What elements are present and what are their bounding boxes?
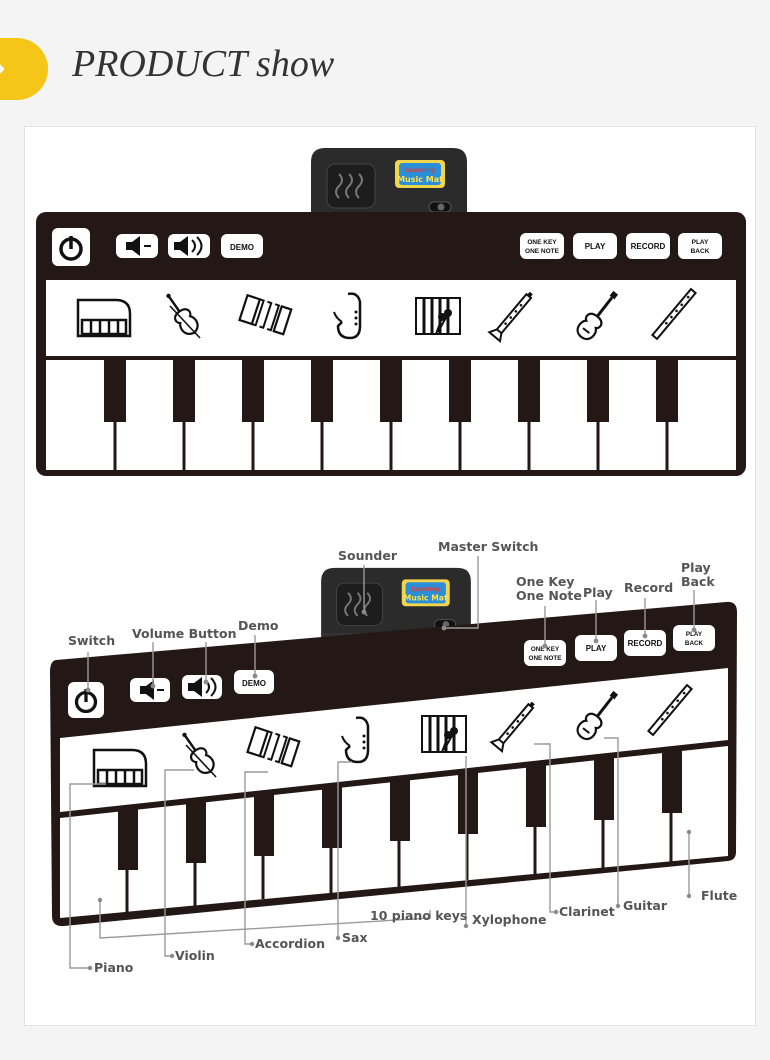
- svg-text:PLAY: PLAY: [585, 242, 606, 251]
- arrow-badge: ➔: [0, 38, 48, 100]
- label-sounder: Sounder: [338, 548, 398, 563]
- bottom-mat: Learning Music Mat: [50, 566, 737, 927]
- speaker-icon: [126, 236, 140, 256]
- bottom-black-keys: [118, 751, 682, 870]
- svg-text:ONE NOTE: ONE NOTE: [525, 248, 560, 255]
- label-master-switch: Master Switch: [438, 539, 538, 554]
- label-sax: Sax: [342, 930, 368, 945]
- speaker-icon: [174, 236, 188, 256]
- callout-dots: [85, 609, 697, 971]
- label-play-back-line2: Back: [681, 574, 715, 589]
- top-black-keys: [104, 360, 678, 422]
- svg-text:DEMO: DEMO: [230, 243, 254, 252]
- bottom-power-button[interactable]: [68, 682, 104, 718]
- top-demo-button[interactable]: DEMO: [221, 234, 263, 258]
- bottom-volume-down-button[interactable]: [130, 678, 170, 702]
- label-10-piano-keys: 10 piano keys: [370, 908, 467, 923]
- top-play-button[interactable]: PLAY: [573, 233, 617, 259]
- label-play: Play: [583, 585, 613, 600]
- top-record-button[interactable]: RECORD: [626, 233, 670, 259]
- bottom-instrument-strip: [60, 668, 728, 812]
- bottom-record-button[interactable]: RECORD: [624, 630, 666, 656]
- label-piano: Piano: [94, 960, 134, 975]
- arrow-right-icon: ➔: [0, 54, 20, 84]
- speaker-icon: [140, 680, 154, 700]
- top-logo-line2: Music Mat: [397, 175, 443, 184]
- top-sounder-box: Learning Music Mat: [310, 147, 468, 233]
- bottom-play-button[interactable]: PLAY: [575, 635, 617, 661]
- top-one-key-one-note-button[interactable]: ONE KEY ONE NOTE: [520, 233, 564, 259]
- svg-text:RECORD: RECORD: [631, 242, 666, 251]
- bottom-one-key-one-note-button[interactable]: ONE KEY ONE NOTE: [524, 640, 566, 666]
- bottom-sounder-box: Learning Music Mat: [320, 566, 472, 650]
- label-accordion: Accordion: [255, 936, 325, 951]
- top-play-back-button[interactable]: PLAY BACK: [678, 233, 722, 259]
- label-record: Record: [624, 580, 673, 595]
- svg-text:PLAY: PLAY: [692, 239, 709, 246]
- label-guitar: Guitar: [623, 898, 668, 913]
- bottom-play-back-button[interactable]: PLAY BACK: [673, 625, 715, 651]
- label-flute: Flute: [701, 888, 737, 903]
- top-instrument-strip: [46, 280, 736, 356]
- svg-text:PLAY: PLAY: [586, 644, 607, 653]
- svg-text:BACK: BACK: [691, 248, 710, 255]
- svg-text:RECORD: RECORD: [628, 639, 663, 648]
- bottom-demo-button[interactable]: DEMO: [234, 670, 274, 694]
- label-one-key-line1: One Key: [516, 574, 574, 589]
- label-volume-button: Volume Button: [132, 626, 236, 641]
- top-volume-up-button[interactable]: [168, 234, 210, 258]
- top-power-button[interactable]: [52, 228, 90, 266]
- svg-text:BACK: BACK: [685, 640, 704, 647]
- section-header: ➔ PRODUCT show: [0, 0, 770, 120]
- label-xylophone: Xylophone: [472, 912, 546, 927]
- bottom-logo-line2: Music Mat: [404, 593, 448, 602]
- speaker-icon: [188, 677, 202, 697]
- bottom-logo-line1: Learning: [411, 587, 440, 593]
- svg-text:DEMO: DEMO: [242, 679, 266, 688]
- svg-text:PLAY: PLAY: [686, 631, 703, 638]
- label-switch: Switch: [68, 633, 115, 648]
- svg-text:ONE NOTE: ONE NOTE: [529, 655, 562, 662]
- callout-labels: Switch Volume Button Demo Sounder Master…: [68, 539, 737, 975]
- top-mat: Learning Music Mat: [36, 147, 746, 476]
- bottom-volume-up-button[interactable]: [182, 675, 222, 699]
- label-one-key-line2: One Note: [516, 588, 582, 603]
- svg-text:ONE KEY: ONE KEY: [527, 239, 557, 246]
- label-violin: Violin: [175, 948, 215, 963]
- label-demo: Demo: [238, 618, 279, 633]
- label-play-back-line1: Play: [681, 560, 711, 575]
- top-volume-down-button[interactable]: [116, 234, 158, 258]
- label-clarinet: Clarinet: [559, 904, 615, 919]
- section-title: PRODUCT show: [72, 43, 335, 85]
- svg-text:ONE KEY: ONE KEY: [531, 646, 560, 653]
- top-logo-line1: Learning: [405, 167, 435, 174]
- callout-lines: [69, 556, 695, 969]
